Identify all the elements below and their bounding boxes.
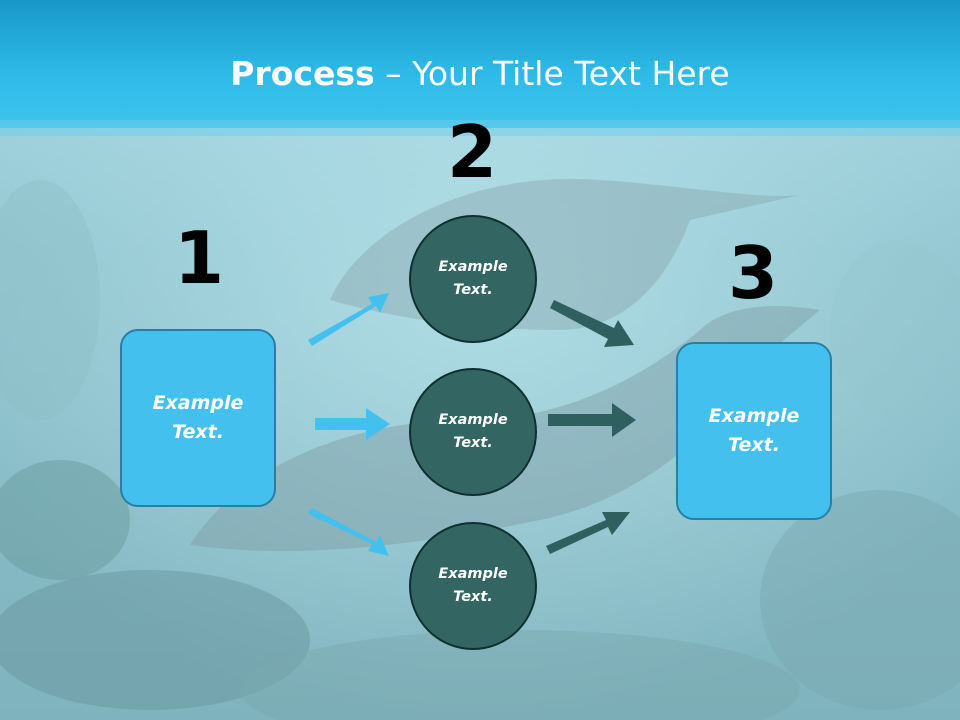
title-bold: Process	[230, 54, 375, 93]
middle-node-center: Example Text.	[409, 368, 537, 496]
middle-node-bottom: Example Text.	[409, 522, 537, 650]
step-3-box: Example Text.	[676, 342, 832, 520]
step-number-1: 1	[173, 216, 225, 300]
middle-node-top: Example Text.	[409, 215, 537, 343]
slide-title: Process – Your Title Text Here	[0, 52, 960, 96]
arrow-1-to-circle-top	[308, 293, 389, 346]
arrow-1-to-circle-bottom	[308, 508, 389, 556]
title-rest: – Your Title Text Here	[374, 54, 730, 93]
step-number-3: 3	[727, 231, 779, 315]
arrow-circle-bottom-to-3	[546, 512, 630, 554]
middle-node-bottom-label: Example Text.	[438, 566, 508, 605]
arrow-1-to-circle-middle	[315, 408, 390, 440]
step-1-label: Example Text.	[152, 392, 244, 443]
step-number-2: 2	[446, 110, 498, 194]
middle-node-top-label: Example Text.	[438, 259, 508, 298]
arrow-circle-top-to-3	[550, 300, 634, 347]
arrow-circle-middle-to-3	[548, 403, 636, 437]
middle-node-center-label: Example Text.	[438, 412, 508, 451]
step-3-label: Example Text.	[708, 405, 800, 456]
step-1-box: Example Text.	[120, 329, 276, 507]
